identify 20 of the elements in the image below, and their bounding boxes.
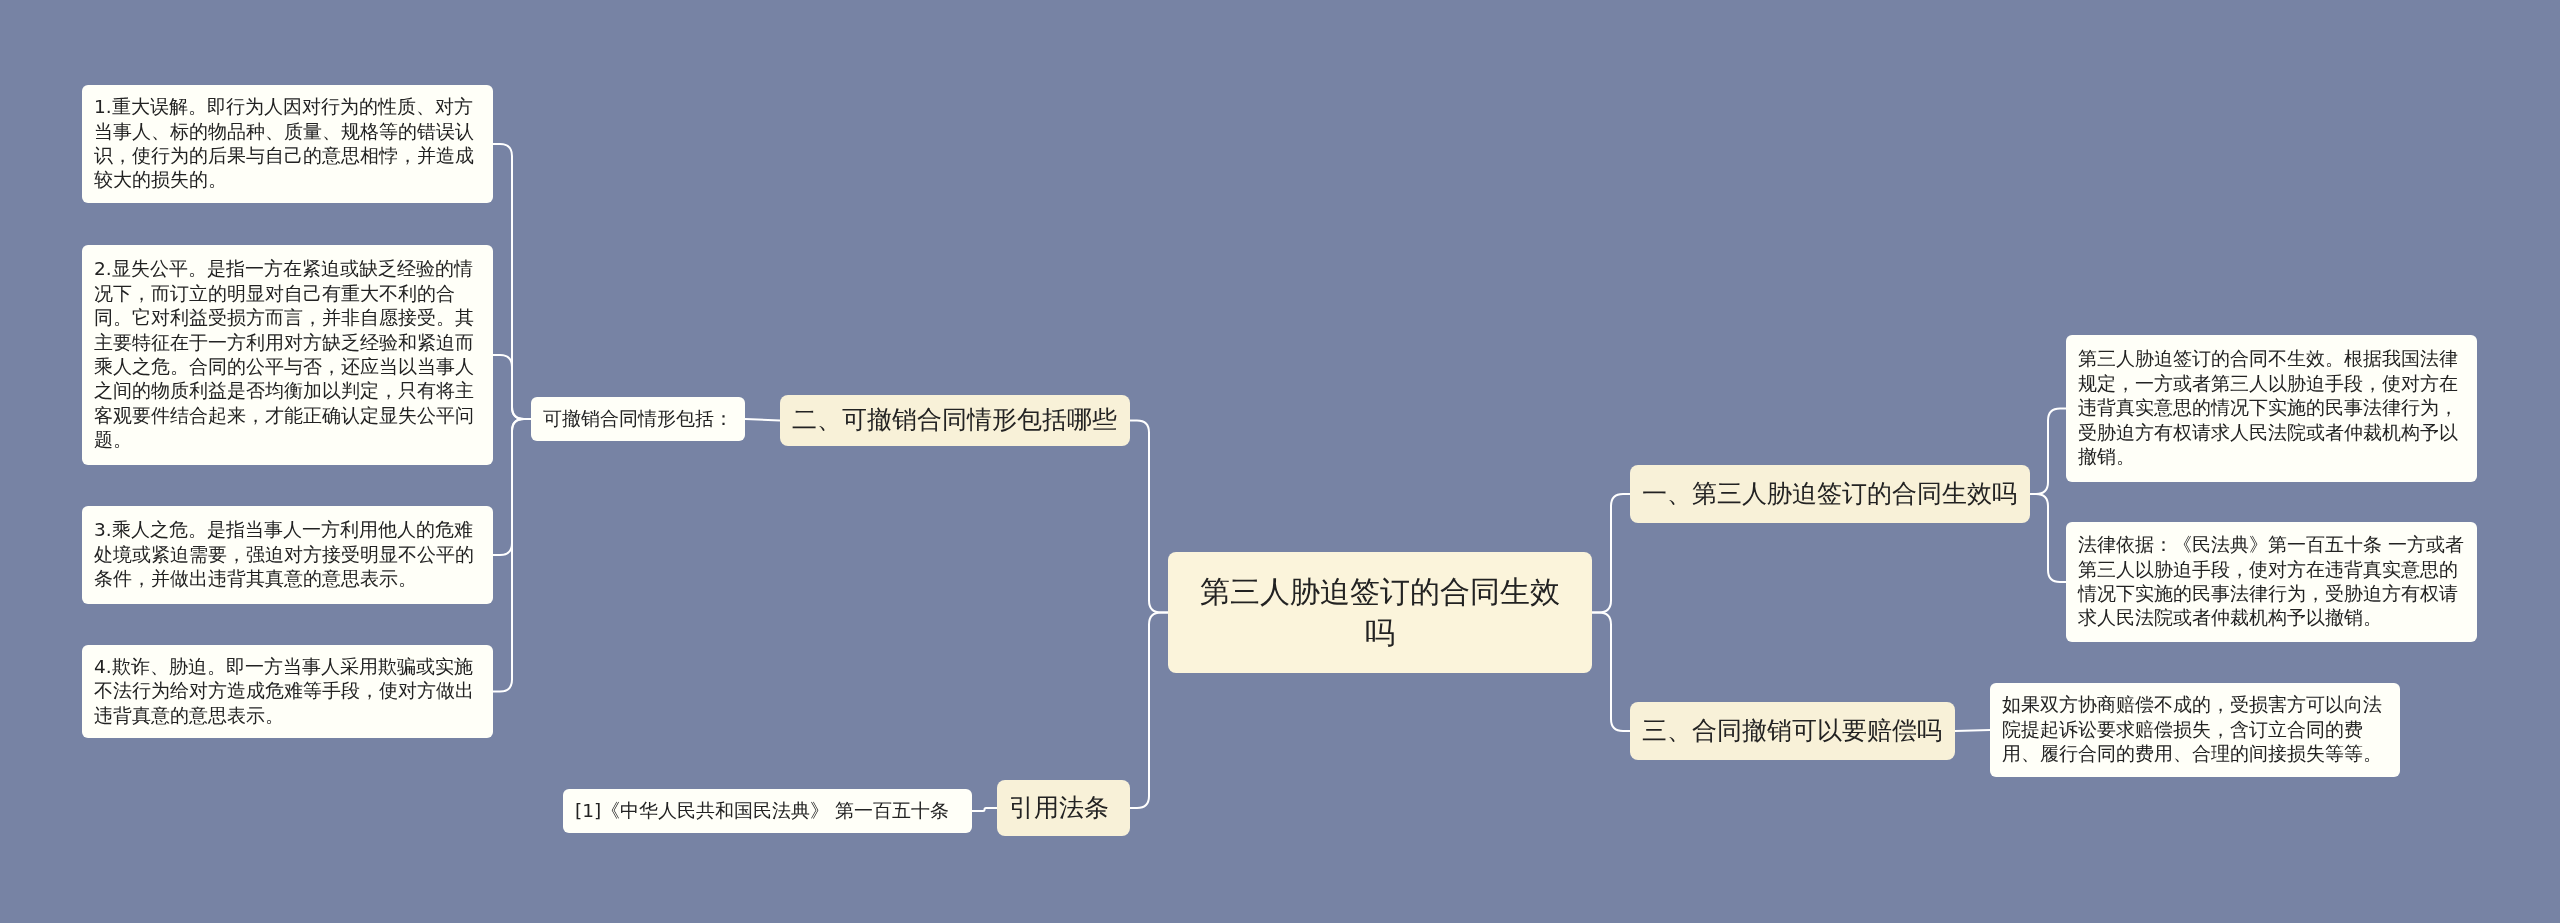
connector-line	[1591, 611, 1631, 732]
note-box: 2.显失公平。是指一方在紧迫或缺乏经验的情况下，而订立的明显对自己有重大不利的合同。它对利益受损方而言，并非自愿接受。其主要特征在于一方利用对方缺乏经验和紧迫而乘人之危。合同的公平与否，还应当以当事人之间的物质利益是否均衡加以判定，只有将主客观要件结合起来，才能正确认定显失公平问题。	[82, 245, 493, 465]
note-box: 3.乘人之危。是指当事人一方利用他人的危难处境或紧迫需要，强迫对方接受明显不公平的条件，并做出违背其真意的意思表示。	[82, 506, 493, 604]
branch-topic: 三、合同撤销可以要赔偿吗	[1630, 702, 1955, 760]
note-box: 法律依据：《民法典》第一百五十条 一方或者第三人以胁迫手段，使对方在违背真实意思的情况下实施的民事法律行为，受胁迫方有权请求人民法院或者仲裁机构予以撤销。	[2066, 522, 2477, 642]
note-box: 可撤销合同情形包括：	[531, 397, 745, 441]
note-box: 如果双方协商赔偿不成的，受损害方可以向法院提起诉讼要求赔偿损失，含订立合同的费用、履行合同的费用、合理的间接损失等等。	[1990, 683, 2400, 777]
note-box: [1]《中华人民共和国民法典》 第一百五十条	[563, 789, 972, 833]
central-topic: 第三人胁迫签订的合同生效吗	[1168, 552, 1592, 673]
note-box: 4.欺诈、胁迫。即一方当事人采用欺骗或实施不法行为给对方造成危难等手段，使对方做出违背真意的意思表示。	[82, 645, 493, 738]
connector-line	[1129, 611, 1169, 809]
note-box: 第三人胁迫签订的合同不生效。根据我国法律规定，一方或者第三人以胁迫手段，使对方在违背真实意思的情况下实施的民事法律行为，受胁迫方有权请求人民法院或者仲裁机构予以撤销。	[2066, 335, 2477, 482]
connector-line	[971, 807, 998, 812]
note-box: 1.重大误解。即行为人因对行为的性质、对方当事人、标的物品种、质量、规格等的错误认识，使行为的后果与自己的意思相悖，并造成较大的损失的。	[82, 85, 493, 203]
branch-topic: 引用法条	[997, 780, 1130, 836]
branch-topic: 二、可撤销合同情形包括哪些	[780, 395, 1130, 446]
connector-line	[492, 418, 532, 693]
branch-topic: 一、第三人胁迫签订的合同生效吗	[1630, 465, 2030, 523]
connector-line	[1954, 729, 1991, 732]
connector-line	[744, 418, 781, 422]
